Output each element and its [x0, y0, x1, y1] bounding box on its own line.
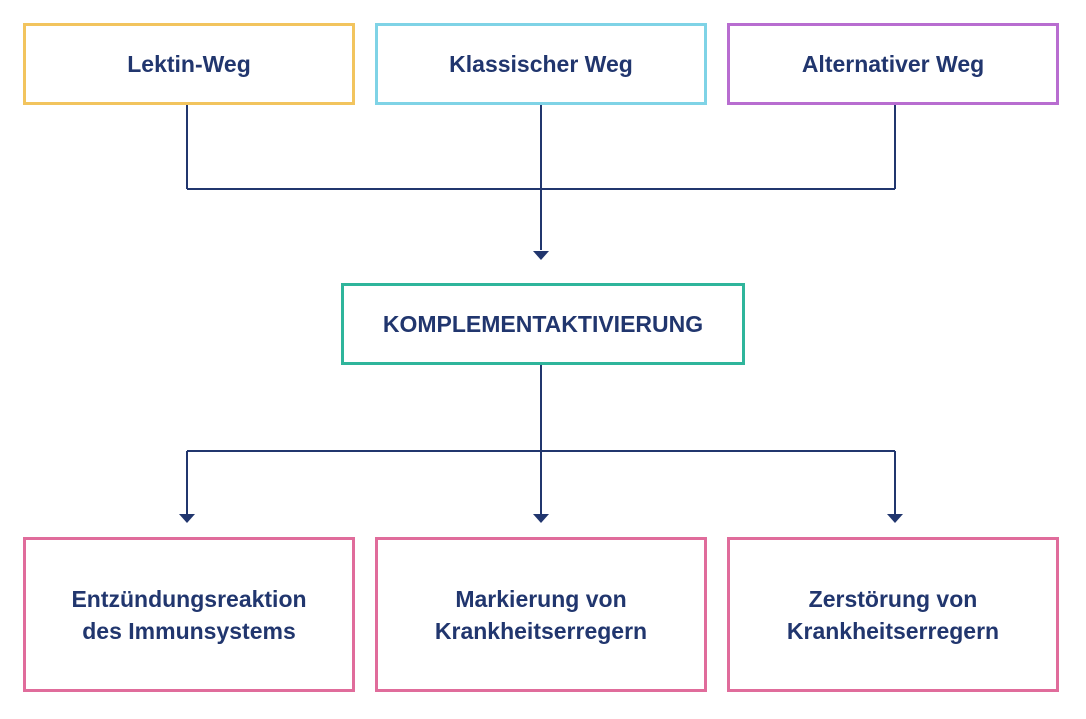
arrowhead-center	[533, 251, 549, 260]
zerstoerung-line2: Krankheitserregern	[786, 617, 1000, 644]
alternativer-weg-label: Alternativer Weg	[801, 51, 985, 77]
entzuendungsreaktion-line2: des Immunsystems	[82, 617, 296, 644]
zerstoerung-box: Zerstörung von Krankheitserregern	[727, 537, 1059, 692]
markierung-line2: Krankheitserregern	[434, 617, 648, 644]
lektin-weg-label: Lektin-Weg	[127, 51, 251, 77]
arrowhead-entz	[179, 514, 195, 523]
entzuendungsreaktion-box: Entzündungsreaktion des Immunsystems	[23, 537, 355, 692]
lektin-weg-box: Lektin-Weg	[23, 23, 355, 105]
markierung-box: Markierung von Krankheitserregern	[375, 537, 707, 692]
markierung-line1: Markierung von	[455, 585, 627, 612]
zerstoerung-line1: Zerstörung von	[808, 585, 978, 612]
komplementaktivierung-box: KOMPLEMENTAKTIVIERUNG	[341, 283, 745, 365]
entzuendungsreaktion-line1: Entzündungsreaktion	[71, 585, 307, 612]
arrowhead-zerst	[887, 514, 903, 523]
komplementaktivierung-label: KOMPLEMENTAKTIVIERUNG	[382, 311, 704, 337]
arrowhead-mark	[533, 514, 549, 523]
klassischer-weg-label: Klassischer Weg	[449, 51, 633, 77]
alternativer-weg-box: Alternativer Weg	[727, 23, 1059, 105]
klassischer-weg-box: Klassischer Weg	[375, 23, 707, 105]
